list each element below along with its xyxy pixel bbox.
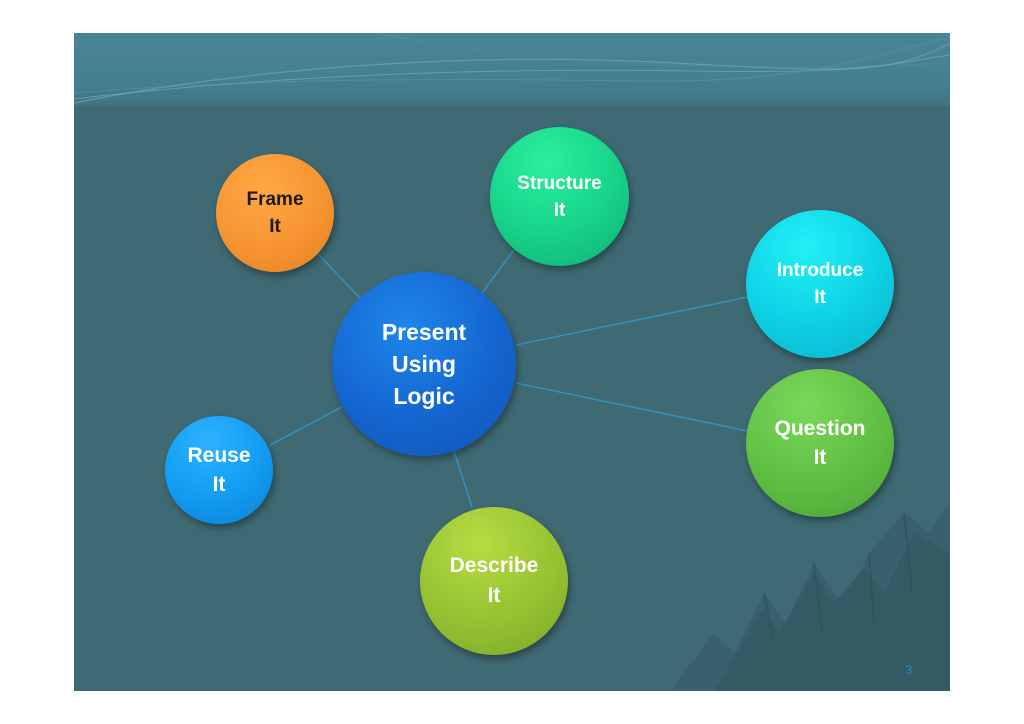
mountain-watermark-icon <box>670 503 950 691</box>
node-question-it-label: Question It <box>774 417 866 469</box>
connector-question <box>515 382 749 432</box>
connector-reuse <box>269 406 343 446</box>
node-frame-it-label: Frame It <box>246 189 304 237</box>
header-wave-decoration <box>74 33 950 104</box>
node-introduce-it-label: Introduce It <box>776 260 864 308</box>
connector-structure <box>481 246 517 294</box>
slide: Frame It Structure It Introduce It Quest… <box>74 33 950 691</box>
connector-describe <box>453 450 473 508</box>
node-structure-it: Structure It <box>490 127 629 266</box>
page-number: 3 <box>905 663 912 677</box>
node-question-it: Question It <box>746 369 894 517</box>
connector-lines <box>269 246 749 508</box>
node-describe-it-label: Describe It <box>449 554 539 607</box>
connector-introduce <box>515 296 749 346</box>
header-band <box>74 33 950 106</box>
node-describe-it: Describe It <box>420 507 568 655</box>
node-reuse-it-label: Reuse It <box>187 444 251 496</box>
node-reuse-it: Reuse It <box>165 416 273 524</box>
node-center-label: Present Using Logic <box>381 319 467 409</box>
node-structure-it-label: Structure It <box>517 172 602 221</box>
node-introduce-it: Introduce It <box>746 210 894 358</box>
node-frame-it: Frame It <box>216 154 334 272</box>
node-present-using-logic: Present Using Logic <box>332 272 516 456</box>
connector-frame <box>314 250 361 299</box>
